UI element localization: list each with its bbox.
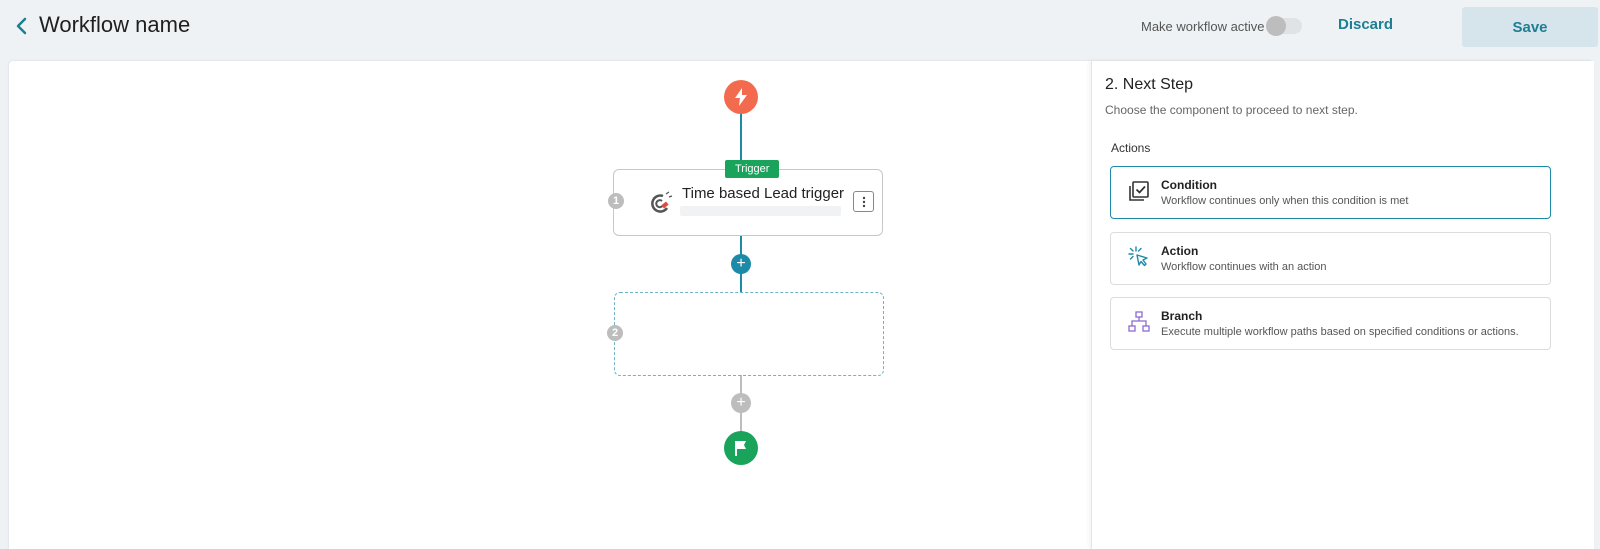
connector-line: [740, 113, 742, 169]
trigger-badge: Trigger: [725, 160, 780, 178]
actions-section-label: Actions: [1111, 141, 1151, 155]
panel-title: 2. Next Step: [1105, 76, 1194, 93]
top-bar: Workflow name Make workflow active Disca…: [0, 0, 1600, 56]
option-branch[interactable]: Branch Execute multiple workflow paths b…: [1110, 297, 1551, 350]
option-condition[interactable]: Condition Workflow continues only when t…: [1110, 166, 1551, 219]
active-toggle-label: Make workflow active: [1141, 19, 1265, 34]
next-step-placeholder[interactable]: [614, 292, 884, 376]
lightning-icon: [735, 88, 747, 106]
end-node: [724, 431, 758, 465]
option-title: Condition: [1161, 178, 1217, 192]
trigger-title: Time based Lead trigger: [682, 185, 845, 202]
active-toggle[interactable]: [1266, 16, 1302, 36]
option-description: Execute multiple workflow paths based on…: [1161, 326, 1519, 338]
trigger-card[interactable]: [613, 169, 883, 236]
option-action[interactable]: Action Workflow continues with an action: [1110, 232, 1551, 285]
discard-button[interactable]: Discard: [1338, 16, 1394, 33]
option-description: Workflow continues only when this condit…: [1161, 195, 1409, 207]
trigger-subtitle-placeholder: [680, 206, 841, 216]
option-description: Workflow continues with an action: [1161, 261, 1327, 273]
save-button[interactable]: Save: [1462, 7, 1598, 47]
chevron-left-icon[interactable]: [10, 14, 34, 38]
add-step-button[interactable]: +: [731, 393, 751, 413]
trigger-menu-button[interactable]: [853, 191, 874, 212]
option-title: Branch: [1161, 309, 1203, 323]
flag-icon: [735, 441, 746, 456]
panel-subtitle: Choose the component to proceed to next …: [1105, 103, 1358, 117]
toggle-knob: [1266, 16, 1286, 36]
cursor-click-icon: [1128, 246, 1148, 267]
more-vertical-icon: [862, 196, 865, 207]
add-step-button[interactable]: +: [731, 254, 751, 274]
step-number-1: 1: [608, 193, 624, 209]
condition-checklist-icon: [1129, 181, 1149, 201]
magnet-lead-icon: [651, 191, 673, 213]
workflow-area: Trigger Time based Lead trigger 1 + 2 +: [607, 80, 884, 465]
step-number-2: 2: [607, 325, 623, 341]
branch-hierarchy-icon: [1128, 311, 1150, 332]
start-node[interactable]: [724, 80, 758, 114]
page-title: Workflow name: [39, 12, 191, 37]
option-title: Action: [1161, 244, 1199, 258]
